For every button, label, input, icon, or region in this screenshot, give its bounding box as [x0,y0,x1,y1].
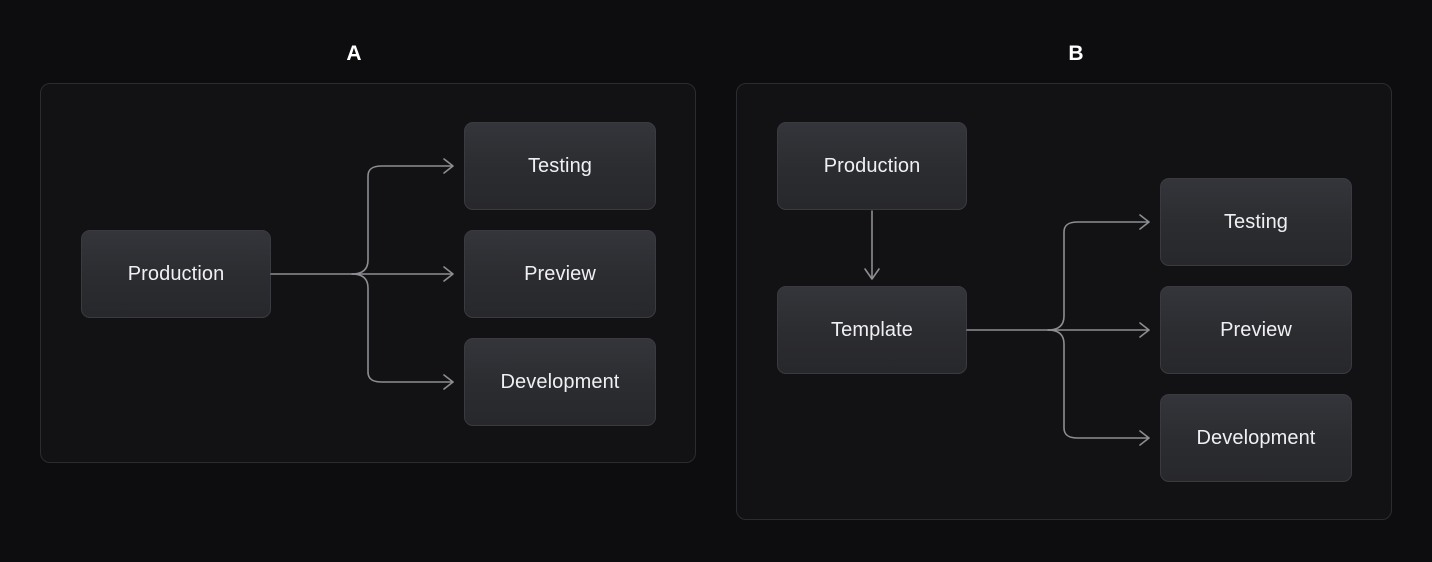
panel-b-label: B [1068,42,1084,65]
node-a-testing[interactable]: Testing [464,122,656,210]
node-b-testing[interactable]: Testing [1160,178,1352,266]
node-b-development[interactable]: Development [1160,394,1352,482]
node-b-template[interactable]: Template [777,286,967,374]
node-b-preview[interactable]: Preview [1160,286,1352,374]
panel-a-label: A [346,42,362,65]
node-a-preview[interactable]: Preview [464,230,656,318]
node-a-production[interactable]: Production [81,230,271,318]
node-a-development[interactable]: Development [464,338,656,426]
node-b-production[interactable]: Production [777,122,967,210]
